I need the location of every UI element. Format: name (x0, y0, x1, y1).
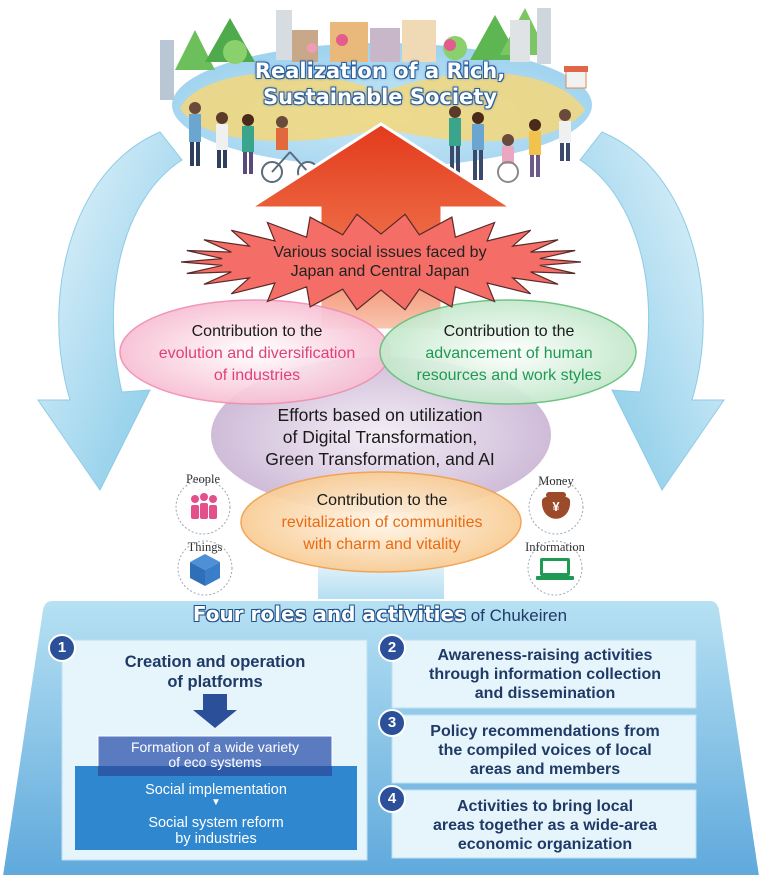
role-4-text: Activities to bring local areas together… (396, 797, 694, 854)
four-roles-title-sub: of Chukeiren (465, 606, 568, 625)
yen-symbol: ¥ (552, 499, 560, 514)
formation-ecosystems: Formation of a wide variety of eco syste… (98, 740, 332, 770)
industries-prefix: Contribution to the (191, 323, 323, 340)
four-roles-panel (0, 599, 762, 876)
things-resource-icon (177, 540, 233, 596)
role-2-line1: Awareness-raising activities (437, 647, 653, 664)
money-label: Money (538, 474, 574, 488)
center-line1: Efforts based on utilization (277, 405, 483, 425)
role-2-line2: through information collection (429, 666, 661, 683)
things-label: Things (187, 540, 223, 554)
social-system-reform: Social system reform by industries (75, 815, 357, 847)
reform-line1: Social system reform (148, 815, 284, 831)
human-contribution: Contribution to the advancement of human… (380, 321, 638, 387)
society-title-line2: Sustainable Society (262, 85, 498, 109)
role-3-badge: 3 (378, 709, 406, 737)
industries-line2: of industries (213, 367, 301, 384)
human-circle (379, 299, 637, 405)
information-label: Information (525, 540, 585, 554)
human-line1: advancement of human (425, 345, 593, 362)
communities-prefix: Contribution to the (316, 492, 448, 509)
role-1-line2: of platforms (167, 673, 263, 691)
issues-line2: Japan and Central Japan (290, 263, 470, 280)
formation-line2: of eco systems (168, 754, 262, 770)
left-curved-arrow (37, 131, 183, 491)
role-1-title: Creation and operation of platforms (75, 652, 355, 692)
formation-line1: Formation of a wide variety (130, 739, 300, 755)
role-2-line3: and dissemination (474, 685, 616, 702)
role-1-line1: Creation and operation (124, 653, 306, 671)
center-line3: Green Transformation, and AI (265, 449, 495, 469)
people-label: People (185, 472, 221, 486)
society-illustration (160, 8, 592, 186)
issues-label: Various social issues faced by Japan and… (210, 243, 550, 281)
four-roles-title-main: Four roles and activities (192, 602, 466, 626)
industries-contribution: Contribution to the evolution and divers… (122, 321, 392, 387)
issues-line1: Various social issues faced by (273, 244, 487, 261)
social-implementation: Social implementation (145, 782, 287, 798)
role-2-badge: 2 (378, 634, 406, 662)
role-4-line2: areas together as a wide-area (432, 817, 658, 834)
right-curved-arrow (579, 131, 725, 491)
communities-circle (240, 471, 522, 573)
information-resource-icon (527, 540, 583, 596)
role-1-badge: 1 (48, 634, 76, 662)
human-line2: resources and work styles (416, 367, 602, 384)
people-resource-icon (175, 479, 231, 535)
communities-line2: with charm and vitality (303, 536, 461, 553)
role-2-text: Awareness-raising activities through inf… (396, 646, 694, 703)
communities-line1: revitalization of communities (281, 514, 483, 531)
society-title-line1: Realization of a Rich, (254, 59, 506, 83)
role-3-line1: Policy recommendations from (430, 723, 660, 740)
role-3-line3: areas and members (469, 761, 621, 778)
role-4-line1: Activities to bring local (456, 798, 634, 815)
down-triangle-icon: ▼ (211, 797, 221, 808)
center-efforts: Efforts based on utilization of Digital … (215, 404, 545, 470)
human-prefix: Contribution to the (443, 323, 575, 340)
industries-line1: evolution and diversification (158, 345, 356, 362)
money-resource-icon (528, 479, 584, 535)
communities-contribution: Contribution to the revitalization of co… (242, 490, 522, 556)
center-line2: of Digital Transformation, (282, 427, 478, 447)
role-4-badge: 4 (378, 785, 406, 813)
role-4-line3: economic organization (457, 836, 633, 853)
society-title: Realization of a Rich, Sustainable Socie… (200, 58, 560, 110)
four-roles-title: Four roles and activities of Chukeiren (60, 602, 700, 626)
role-3-text: Policy recommendations from the compiled… (396, 722, 694, 779)
role-3-line2: the compiled voices of local (438, 742, 652, 759)
reform-line2: by industries (175, 831, 257, 847)
issues-starburst (180, 213, 582, 311)
